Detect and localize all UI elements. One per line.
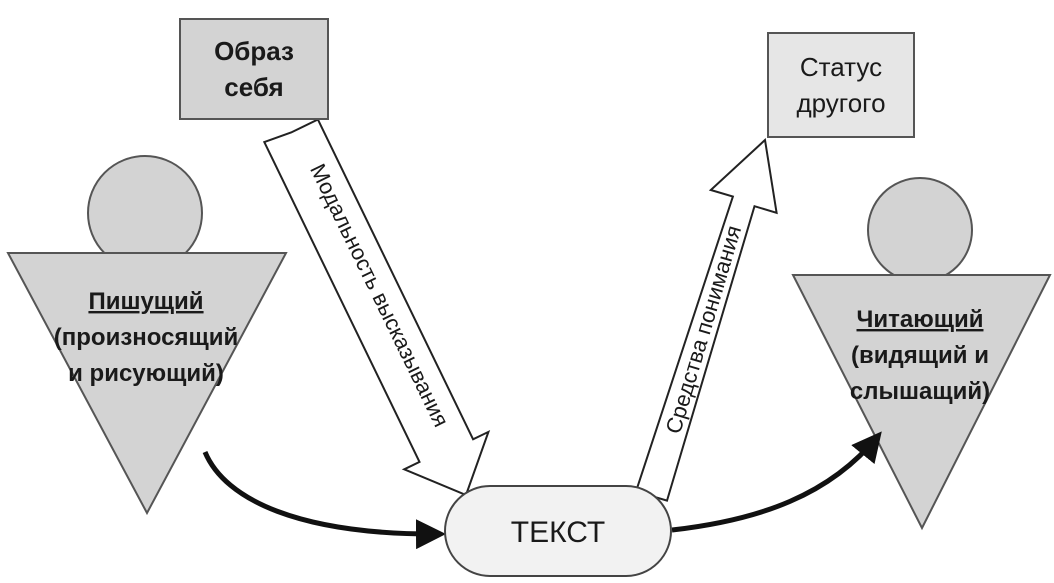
means-arrow: Средства понимания <box>634 137 778 502</box>
reader-head <box>867 177 973 283</box>
other-status-line1: Статус <box>799 52 883 82</box>
reader-title: Читающий <box>857 306 984 333</box>
other-status-box: Статус другого <box>767 32 915 138</box>
text-node-shape <box>444 485 672 577</box>
writer-body <box>6 252 288 516</box>
writer-to-text-arrow <box>202 451 446 550</box>
writer-figure: Пишущий (произносящий и рисующий) <box>6 155 288 516</box>
reader-body <box>791 274 1052 531</box>
reader-line1: (видящий и <box>851 342 989 369</box>
other-status-line2: другого <box>796 88 886 118</box>
self-image-line2: себя <box>224 72 284 102</box>
writer-line2: и рисующий) <box>68 360 224 387</box>
reader-line2: слышащий) <box>850 378 990 405</box>
self-image-line1: Образ <box>214 36 294 66</box>
means-arrow-shape <box>634 137 778 502</box>
means-arrow-label: Средства понимания <box>661 223 747 437</box>
writer-title: Пишущий <box>88 288 203 315</box>
reader-figure: Читающий (видящий и слышащий) <box>791 177 1052 531</box>
text-node-label: ТЕКСТ <box>511 516 605 549</box>
modality-arrow-label: Модальность высказывания <box>305 160 454 431</box>
text-to-reader-arrow <box>671 431 882 533</box>
text-node: ТЕКСТ <box>444 485 672 577</box>
modality-arrow: Модальность высказывания <box>262 118 491 497</box>
writer-line1: (произносящий <box>54 324 238 351</box>
self-image-box: Образ себя <box>179 18 329 120</box>
